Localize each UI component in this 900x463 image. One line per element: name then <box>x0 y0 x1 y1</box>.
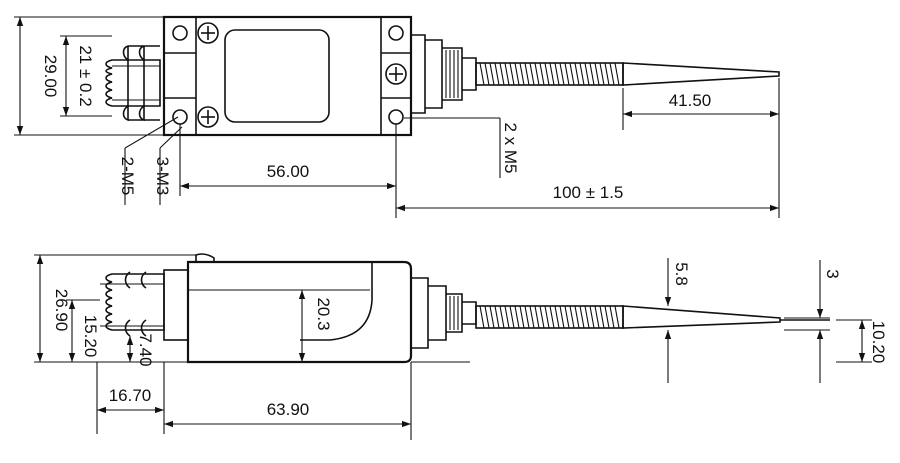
svg-text:2-M5: 2-M5 <box>118 157 137 196</box>
dim-tip-c-side: 10.20 <box>836 319 888 364</box>
svg-text:5.8: 5.8 <box>672 262 691 286</box>
spring-coils-side <box>479 305 620 329</box>
svg-text:100 ± 1.5: 100 ± 1.5 <box>553 183 624 202</box>
svg-text:21 ± 0.2: 21 ± 0.2 <box>76 45 95 106</box>
dim-tip-a-side: 5.8 <box>664 258 691 383</box>
svg-text:26.90: 26.90 <box>52 289 71 332</box>
bellows-actuator-side <box>100 269 189 341</box>
top-view: 29.00 21 ± 0.2 2-M5 3-M3 56.00 <box>14 15 780 218</box>
dim-tip-b-side: 3 <box>784 260 842 383</box>
window-top <box>224 29 330 123</box>
hole-icon <box>172 25 188 41</box>
dim-total-length-top: 100 ± 1.5 <box>396 78 780 218</box>
svg-text:3: 3 <box>823 269 842 278</box>
hole-icon <box>388 109 404 125</box>
svg-text:56.00: 56.00 <box>267 162 310 181</box>
svg-text:3-M3: 3-M3 <box>153 157 172 196</box>
svg-text:41.50: 41.50 <box>669 91 712 110</box>
dim-tip-length-top: 41.50 <box>622 88 779 130</box>
dim-height-outer-side: 26.90 <box>34 254 196 363</box>
cable-gland-side <box>411 277 477 349</box>
dim-body-inner-side: 20.3 <box>298 290 333 362</box>
dim-body-length-side: 63.90 <box>164 362 412 440</box>
dim-span-holes-top: 56.00 <box>179 124 397 218</box>
dim-height-plunger-side: 15.20 <box>66 299 100 362</box>
bellows-actuator-top <box>105 45 161 122</box>
tapered-tip-side <box>622 305 781 329</box>
dim-plunger-small-side: 7.40 <box>126 333 155 367</box>
svg-text:16.70: 16.70 <box>109 386 152 405</box>
screw-icon <box>197 106 219 128</box>
svg-text:20.3: 20.3 <box>314 297 333 330</box>
tapered-tip-top <box>622 62 780 86</box>
svg-text:7.40: 7.40 <box>136 333 155 366</box>
dim-height-inner-top: 21 ± 0.2 <box>60 35 112 117</box>
side-view: 26.90 15.20 7.40 20.3 16.70 <box>34 253 888 440</box>
screw-icon <box>385 63 407 85</box>
dim-hole-leaders-top: 2-M5 3-M3 <box>118 116 183 205</box>
hole-icon <box>388 25 404 41</box>
switch-housing-side <box>186 260 413 364</box>
cable-gland-top <box>411 34 477 114</box>
svg-text:10.20: 10.20 <box>869 321 888 364</box>
screw-icon <box>197 22 219 44</box>
svg-text:15.20: 15.20 <box>81 315 100 358</box>
hole-icon <box>172 109 188 125</box>
svg-text:29.00: 29.00 <box>41 55 60 98</box>
switch-housing-top <box>162 15 413 137</box>
spring-coils-top <box>479 62 620 86</box>
svg-text:63.90: 63.90 <box>267 400 310 419</box>
dim-cable-mount-top: 2 x M5 <box>404 117 520 178</box>
svg-text:2 x M5: 2 x M5 <box>501 122 520 173</box>
dim-height-outer-top: 29.00 <box>14 16 164 136</box>
dim-plunger-length-side: 16.70 <box>96 362 165 434</box>
